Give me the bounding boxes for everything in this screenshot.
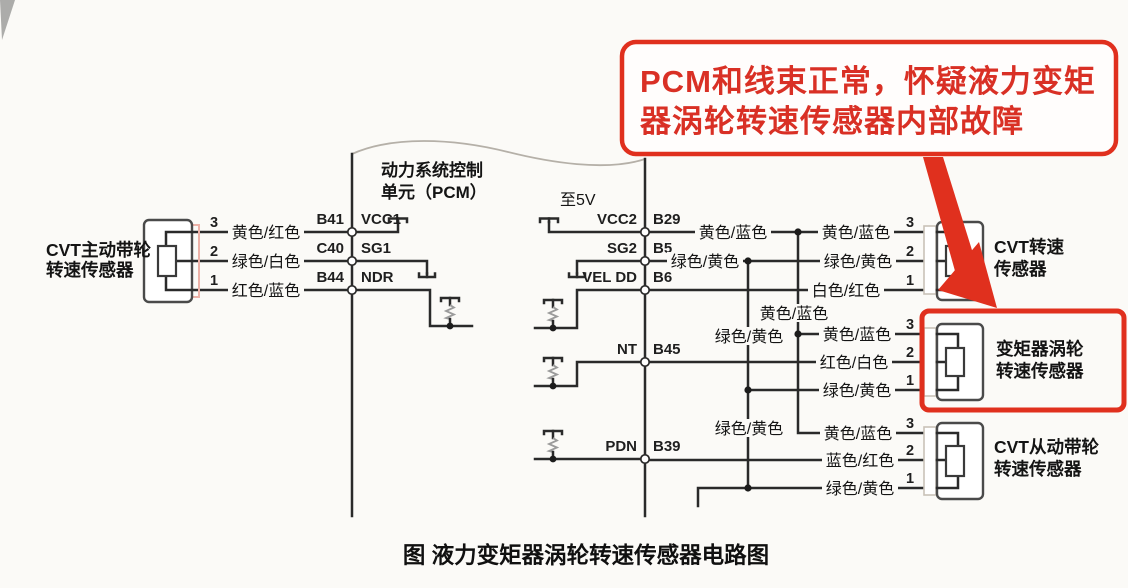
- pcm-terminal-b6: B6: [653, 269, 672, 286]
- wire-color-label: 红色/白色: [820, 354, 888, 372]
- scan-artifact: [0, 0, 15, 40]
- sensor2-pin1-number: 1: [906, 373, 914, 389]
- cvt-driven-pulley-sensor-connector: [923, 421, 985, 501]
- wire-color-label: 绿色/黄色: [823, 382, 891, 400]
- wire-color-label: 绿色/黄色: [671, 253, 739, 271]
- fault-highlight-box: [919, 308, 1127, 413]
- pcm-terminal-c40: C40: [316, 240, 344, 257]
- sensor1-pin2-number: 2: [906, 244, 914, 260]
- wire-color-label: 绿色/白色: [232, 253, 300, 271]
- left-sensor-pin1-number: 1: [210, 273, 218, 289]
- pcm-signal-pdn: PDN: [605, 438, 637, 455]
- to-5v-label: 至5V: [560, 192, 596, 209]
- pcm-signal-sg2: SG2: [607, 240, 637, 257]
- sensor1-name-line1: CVT转速: [994, 237, 1064, 257]
- callout-arrow: [923, 157, 997, 308]
- pcm-signal-ndr: NDR: [361, 269, 394, 286]
- harness-wire-color-labels: 黄色/蓝色 绿色/黄色 黄色/蓝色 绿色/黄色 白色/红色 黄色/蓝色 绿色/黄…: [667, 223, 898, 498]
- wire-color-label: 黄色/红色: [232, 224, 300, 242]
- pcm-terminal-b45: B45: [653, 341, 681, 358]
- pcm-signal-sg1: SG1: [361, 240, 391, 257]
- left-wire-color-labels: 黄色/红色 绿色/白色 红色/蓝色: [228, 223, 304, 300]
- sensor2-name-line1: 变矩器涡轮: [996, 339, 1084, 359]
- left-sensor-pin3-number: 3: [210, 215, 218, 231]
- pcm-signal-nt: NT: [617, 341, 637, 358]
- pcm-title-line1: 动力系统控制: [381, 160, 483, 180]
- wire-color-label: 黄色/蓝色: [824, 425, 892, 443]
- sensor3-pin3-number: 3: [906, 416, 914, 432]
- torque-converter-turbine-sensor-connector: [923, 322, 985, 402]
- left-sensor-pin2-number: 2: [210, 244, 218, 260]
- bus-a-color-label: 黄色/蓝色: [760, 305, 828, 323]
- sensor3-pin2-number: 2: [906, 443, 914, 459]
- pcm-internal-wiring: [350, 217, 647, 463]
- pcm-terminal-b29: B29: [653, 211, 681, 228]
- sensor3-name-line1: CVT从动带轮: [994, 437, 1099, 457]
- sensor1-pin1-number: 1: [906, 273, 914, 289]
- sensor2-pin2-number: 2: [906, 345, 914, 361]
- left-sensor-connector: [142, 218, 200, 304]
- wire-color-label: 黄色/蓝色: [822, 224, 890, 242]
- callout-line2: 器涡轮转速传感器内部故障: [639, 104, 1024, 139]
- left-sensor-name-line1: CVT主动带轮: [46, 240, 151, 260]
- wire-color-label: 黄色/蓝色: [823, 326, 891, 344]
- wire-color-label: 绿色/黄色: [826, 480, 894, 498]
- pcm-title-line2: 单元（PCM）: [381, 182, 487, 202]
- sensor2-name-line2: 转速传感器: [996, 361, 1084, 381]
- wire-color-label: 白色/红色: [812, 282, 880, 300]
- sensor3-pin1-number: 1: [906, 471, 914, 487]
- wire-color-label: 蓝色/红色: [826, 452, 894, 470]
- bus-b-color-label-upper: 绿色/黄色: [715, 328, 783, 346]
- callout-line1: PCM和线束正常，怀疑液力变矩: [640, 64, 1096, 99]
- pcm-signal-vcc1: VCC1: [361, 211, 401, 228]
- sensor1-pin3-number: 3: [906, 215, 914, 231]
- bus-b-color-label-lower: 绿色/黄色: [715, 420, 783, 438]
- wire-color-label: 红色/蓝色: [232, 282, 300, 300]
- wire-color-label: 黄色/蓝色: [699, 224, 767, 242]
- sensor1-name-line2: 传感器: [993, 259, 1047, 279]
- pcm-signal-veldd: VEL DD: [582, 269, 637, 286]
- wire-color-label: 绿色/黄色: [824, 253, 892, 271]
- pcm-terminal-b44: B44: [316, 269, 344, 286]
- diagnosis-callout: PCM和线束正常，怀疑液力变矩 器涡轮转速传感器内部故障: [619, 39, 1119, 157]
- pcm-pin-terminals: [346, 226, 651, 465]
- sensor3-name-line2: 转速传感器: [994, 459, 1082, 479]
- sensor2-pin3-number: 3: [906, 317, 914, 333]
- pcm-signal-vcc2: VCC2: [597, 211, 637, 228]
- figure-caption: 图 液力变矩器涡轮转速传感器电路图: [403, 542, 769, 568]
- pcm-terminal-b41: B41: [316, 211, 344, 228]
- pcm-terminal-b39: B39: [653, 438, 681, 455]
- left-sensor-name-line2: 转速传感器: [46, 260, 134, 280]
